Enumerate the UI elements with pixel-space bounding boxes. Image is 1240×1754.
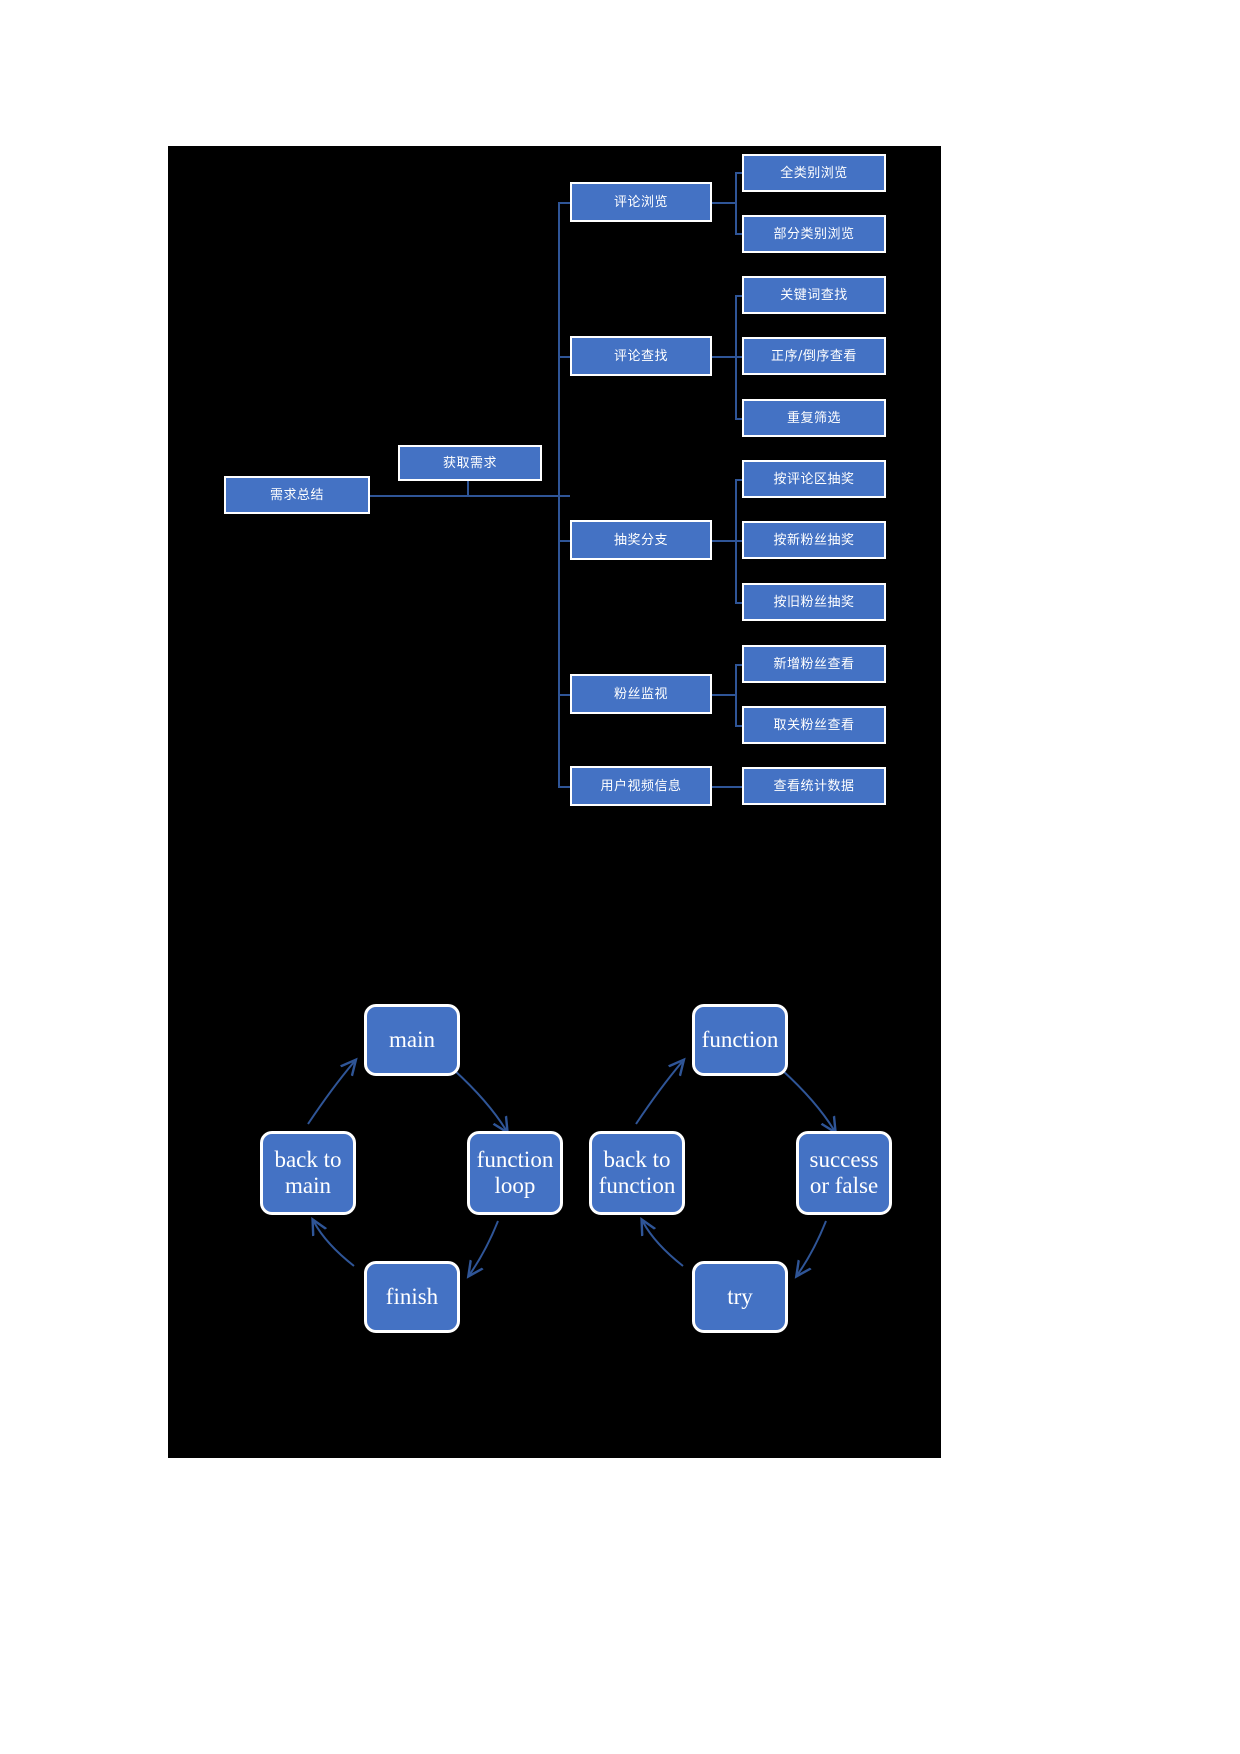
connector-root-to-junction xyxy=(368,495,570,497)
mindmap-leaf-label: 按评论区抽奖 xyxy=(773,471,855,487)
arrow-try-to-back-to-function xyxy=(643,1222,684,1267)
connector-trunk-branch-4 xyxy=(558,694,570,696)
arrow-function-loop-to-finish xyxy=(470,1220,499,1274)
connector-trunk-branch-2 xyxy=(558,356,570,358)
flowchart-node-function-loop[interactable]: function loop xyxy=(467,1131,563,1215)
mindmap-branch-fan-monitor[interactable]: 粉丝监视 xyxy=(570,674,712,714)
connector-b4-spine xyxy=(735,664,737,726)
connector-b3-c3 xyxy=(735,602,743,604)
mindmap-leaf-label: 全类别浏览 xyxy=(780,165,848,181)
mindmap-leaf-label: 取关粉丝查看 xyxy=(773,717,855,733)
flowchart-node-finish-label: finish xyxy=(385,1284,439,1310)
mindmap-branch-label: 评论查找 xyxy=(613,348,668,364)
mindmap-leaf-lottery-by-comment[interactable]: 按评论区抽奖 xyxy=(742,460,886,498)
flowchart-node-function-loop-line2: loop xyxy=(494,1173,536,1198)
connector-b2-out xyxy=(712,356,736,358)
connector-trunk-branch-1 xyxy=(558,202,570,204)
mindmap-leaf-duplicate-filter[interactable]: 重复筛选 xyxy=(742,399,886,437)
mindmap-branch-label: 用户视频信息 xyxy=(600,778,682,794)
mindmap-leaf-label: 查看统计数据 xyxy=(773,778,855,794)
connector-b3-c2 xyxy=(735,540,743,542)
mindmap-node-level1-label: 获取需求 xyxy=(442,455,497,471)
arrow-success-or-false-to-try xyxy=(798,1220,827,1274)
mindmap-leaf-label: 重复筛选 xyxy=(786,410,841,426)
mindmap-leaf-lottery-by-old-fans[interactable]: 按旧粉丝抽奖 xyxy=(742,583,886,621)
connector-b1-c2 xyxy=(735,233,743,235)
flowchart-node-back-to-main[interactable]: back to main xyxy=(260,1131,356,1215)
connector-b4-c1 xyxy=(735,664,743,666)
arrow-back-to-function-to-function xyxy=(635,1062,682,1125)
mindmap-leaf-unfollowed-fans-view[interactable]: 取关粉丝查看 xyxy=(742,706,886,744)
connector-trunk-branch-3 xyxy=(558,540,570,542)
mindmap-leaf-keyword-search[interactable]: 关键词查找 xyxy=(742,276,886,314)
mindmap-node-root[interactable]: 需求总结 xyxy=(224,476,370,514)
flowchart-node-success-or-false-line1: success xyxy=(809,1147,879,1173)
connector-b4-c2 xyxy=(735,725,743,727)
mindmap-leaf-label: 正序/倒序查看 xyxy=(771,348,857,364)
mindmap-node-level1[interactable]: 获取需求 xyxy=(398,445,542,481)
connector-b1-c1 xyxy=(735,172,743,174)
connector-b3-c1 xyxy=(735,479,743,481)
mindmap-branch-lottery[interactable]: 抽奖分支 xyxy=(570,520,712,560)
flowchart-node-function-label: function xyxy=(701,1027,779,1053)
flowchart-node-back-to-function[interactable]: back to function xyxy=(589,1131,685,1215)
mindmap-leaf-label: 按新粉丝抽奖 xyxy=(773,532,855,548)
flowchart-node-back-to-main-line2: main xyxy=(285,1173,331,1198)
flowchart-node-try-label: try xyxy=(727,1284,753,1310)
connector-b5-out xyxy=(712,786,743,788)
mindmap-branch-label: 评论浏览 xyxy=(613,194,668,210)
flowchart-node-back-to-function-line2: function xyxy=(598,1173,676,1198)
mindmap-branch-user-video-info[interactable]: 用户视频信息 xyxy=(570,766,712,806)
connector-b3-out xyxy=(712,540,736,542)
flowchart-node-function-loop-line1: function xyxy=(476,1147,554,1173)
flowchart-node-back-to-main-line1: back to xyxy=(274,1147,342,1173)
mindmap-leaf-label: 关键词查找 xyxy=(780,287,848,303)
mindmap-leaf-view-statistics[interactable]: 查看统计数据 xyxy=(742,767,886,805)
connector-b2-c3 xyxy=(735,418,743,420)
mindmap-branch-comment-search[interactable]: 评论查找 xyxy=(570,336,712,376)
arrow-main-to-function-loop xyxy=(453,1069,506,1130)
connector-main-trunk xyxy=(558,202,560,786)
mindmap-leaf-lottery-by-new-fans[interactable]: 按新粉丝抽奖 xyxy=(742,521,886,559)
connector-b4-out xyxy=(712,694,736,696)
mindmap-branch-label: 粉丝监视 xyxy=(613,686,668,702)
flowchart-node-main-label: main xyxy=(389,1027,435,1053)
slide-area: 需求总结 获取需求 评论浏览 评论查找 抽奖分支 粉丝监视 用户视频信息 xyxy=(168,146,941,1458)
mindmap-branch-comment-browse[interactable]: 评论浏览 xyxy=(570,182,712,222)
flowchart-node-back-to-function-line1: back to xyxy=(603,1147,671,1173)
connector-trunk-branch-5 xyxy=(558,786,570,788)
flowchart-node-try[interactable]: try xyxy=(692,1261,788,1333)
mindmap-leaf-label: 部分类别浏览 xyxy=(773,226,855,242)
connector-b1-out xyxy=(712,202,736,204)
mindmap-leaf-all-categories[interactable]: 全类别浏览 xyxy=(742,154,886,192)
mindmap-branch-label: 抽奖分支 xyxy=(613,532,668,548)
mindmap-leaf-partial-categories[interactable]: 部分类别浏览 xyxy=(742,215,886,253)
flowchart-node-finish[interactable]: finish xyxy=(364,1261,460,1333)
flowchart-node-main[interactable]: main xyxy=(364,1004,460,1076)
flowchart-node-success-or-false-line2: or false xyxy=(809,1173,879,1198)
arrow-function-to-success-or-false xyxy=(781,1069,834,1130)
mindmap-node-root-label: 需求总结 xyxy=(269,487,324,503)
mindmap-leaf-label: 新增粉丝查看 xyxy=(773,656,855,672)
flowchart-node-function[interactable]: function xyxy=(692,1004,788,1076)
mindmap-leaf-new-fans-view[interactable]: 新增粉丝查看 xyxy=(742,645,886,683)
mindmap-leaf-sort-order[interactable]: 正序/倒序查看 xyxy=(742,337,886,375)
connector-level1-stub xyxy=(467,479,469,496)
connector-b2-c1 xyxy=(735,295,743,297)
flowchart-node-success-or-false[interactable]: success or false xyxy=(796,1131,892,1215)
arrow-finish-to-back-to-main xyxy=(314,1222,355,1267)
arrow-back-to-main-to-main xyxy=(307,1062,354,1125)
connector-b2-c2 xyxy=(735,356,743,358)
mindmap-leaf-label: 按旧粉丝抽奖 xyxy=(773,594,855,610)
connector-b1-spine xyxy=(735,172,737,234)
